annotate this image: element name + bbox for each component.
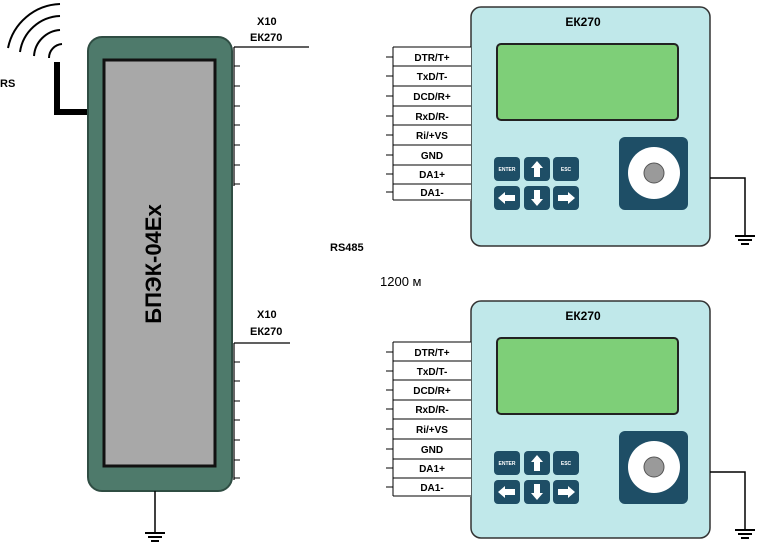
pin-label: DA1- — [420, 483, 443, 494]
pin-label: Ri/+VS — [416, 425, 448, 436]
ek270-device-1: ЕК270 ENTER ESC — [386, 6, 755, 247]
pin-label: DCD/R+ — [413, 386, 451, 397]
bpek-label: БПЭК-04Ex — [141, 204, 166, 324]
enter-key — [494, 451, 520, 475]
pin-label: Ri/+VS — [416, 131, 448, 142]
pin-label: DTR/T+ — [414, 348, 449, 359]
svg-text:ENTER: ENTER — [499, 167, 516, 173]
arrow-left-icon — [498, 486, 515, 498]
device-terminal-block: DTR/T+ TxD/T- DCD/R+ RxD/R- Ri/+VS GND D… — [386, 341, 471, 497]
ground-icon — [145, 491, 165, 542]
bus-label: RS485 — [330, 242, 364, 254]
pin-label: RxD/R- — [415, 405, 448, 416]
arrow-down-icon — [531, 484, 543, 500]
device-title: ЕК270 — [565, 15, 601, 29]
bpek-unit: БПЭК-04Ex — [87, 36, 233, 492]
antenna-label: RS — [0, 78, 15, 90]
device-title: ЕК270 — [565, 309, 601, 323]
pin-label: DCD/R+ — [413, 92, 451, 103]
svg-text:ENTER: ENTER — [499, 461, 516, 467]
arrow-right-icon — [558, 192, 575, 204]
ground-icon — [710, 177, 755, 245]
connector-x10-top: X10 ЕК270 — [233, 16, 309, 186]
pin-label: DA1+ — [419, 464, 445, 475]
ek270-device-2: ЕК270 ENTER ESC — [386, 300, 755, 539]
connector-name: X10 — [257, 16, 277, 28]
device-keypad: ENTER ESC — [494, 157, 579, 210]
pin-label: DA1+ — [419, 170, 445, 181]
antenna-icon — [7, 3, 92, 115]
connector-name: X10 — [257, 309, 277, 321]
pin-label: TxD/T- — [417, 72, 448, 83]
device-terminal-block: DTR/T+ TxD/T- DCD/R+ RxD/R- Ri/+VS GND D… — [386, 46, 471, 201]
pin-label: GND — [421, 445, 443, 456]
pin-label: TxD/T- — [417, 367, 448, 378]
arrow-left-icon — [498, 192, 515, 204]
connector-device: ЕК270 — [250, 32, 282, 44]
esc-key — [553, 157, 579, 181]
device-display — [496, 43, 679, 121]
pin-label: DTR/T+ — [414, 53, 449, 64]
distance-label: 1200 м — [380, 274, 422, 289]
svg-text:ESC: ESC — [561, 167, 572, 173]
connector-x10-bottom: X10 ЕК270 — [233, 309, 290, 480]
pin-label: DA1- — [420, 188, 443, 199]
ground-icon — [710, 471, 755, 539]
arrow-right-icon — [558, 486, 575, 498]
pin-label: GND — [421, 151, 443, 162]
device-knob — [619, 431, 688, 504]
connector-device: ЕК270 — [250, 326, 282, 338]
esc-key — [553, 451, 579, 475]
device-display — [496, 337, 679, 415]
pin-label: RxD/R- — [415, 112, 448, 123]
svg-text:ESC: ESC — [561, 461, 572, 467]
device-knob — [619, 137, 688, 210]
arrow-up-icon — [531, 161, 543, 177]
device-keypad: ENTER ESC — [494, 451, 579, 504]
arrow-down-icon — [531, 190, 543, 206]
arrow-up-icon — [531, 455, 543, 471]
enter-key — [494, 157, 520, 181]
